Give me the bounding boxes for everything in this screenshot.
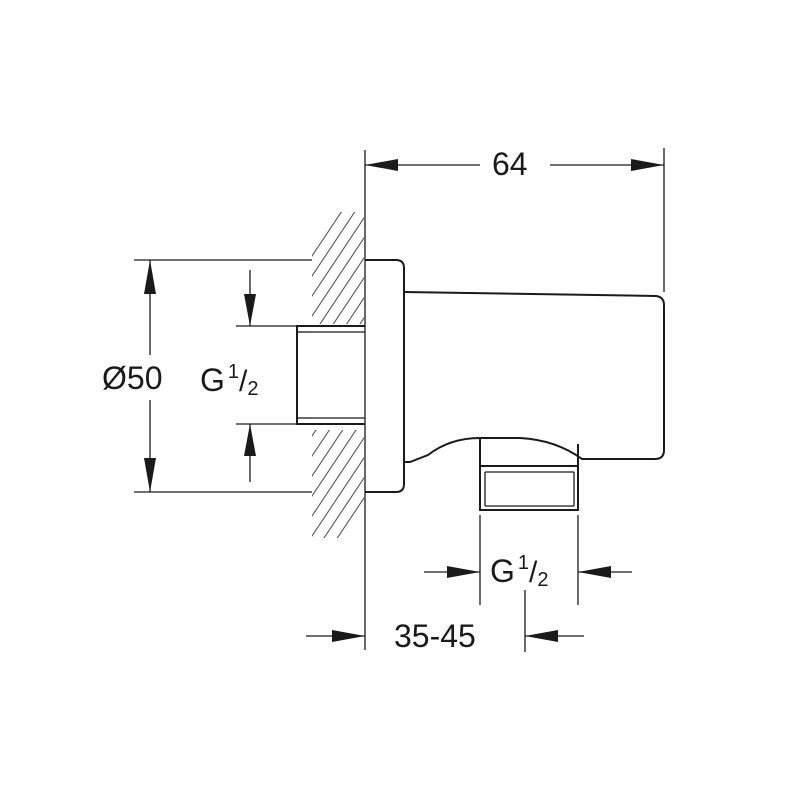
dimension-outlet-distance-lines xyxy=(306,590,584,652)
body-outline xyxy=(403,291,665,463)
wall-flange xyxy=(365,259,405,493)
dimension-diameter-lines xyxy=(134,259,312,493)
wall-hatching-bottom xyxy=(312,430,364,538)
outlet-thread-slash: / xyxy=(529,556,538,589)
inlet-thread-denominator: 2 xyxy=(247,378,259,400)
dimension-diameter-label: Ø50 xyxy=(102,360,163,396)
inlet-thread-stub xyxy=(296,325,365,425)
dimension-inlet-thread-lines xyxy=(236,270,297,482)
dimension-64-lines xyxy=(365,148,665,292)
inlet-thread-numerator: 1 xyxy=(227,361,240,383)
outlet-thread-denominator: 2 xyxy=(537,569,549,591)
dimension-outlet-distance-label: 35-45 xyxy=(394,618,476,654)
wall-hatching-top xyxy=(312,212,364,324)
outlet-thread-nipple xyxy=(479,438,579,511)
dimension-outlet-thread-lines xyxy=(424,515,632,605)
outlet-thread-numerator: 1 xyxy=(517,552,530,574)
inlet-thread-prefix: G xyxy=(200,362,225,398)
dimension-64-label: 64 xyxy=(492,146,528,182)
outlet-thread-prefix: G xyxy=(490,553,515,589)
inlet-thread-slash: / xyxy=(239,365,248,398)
